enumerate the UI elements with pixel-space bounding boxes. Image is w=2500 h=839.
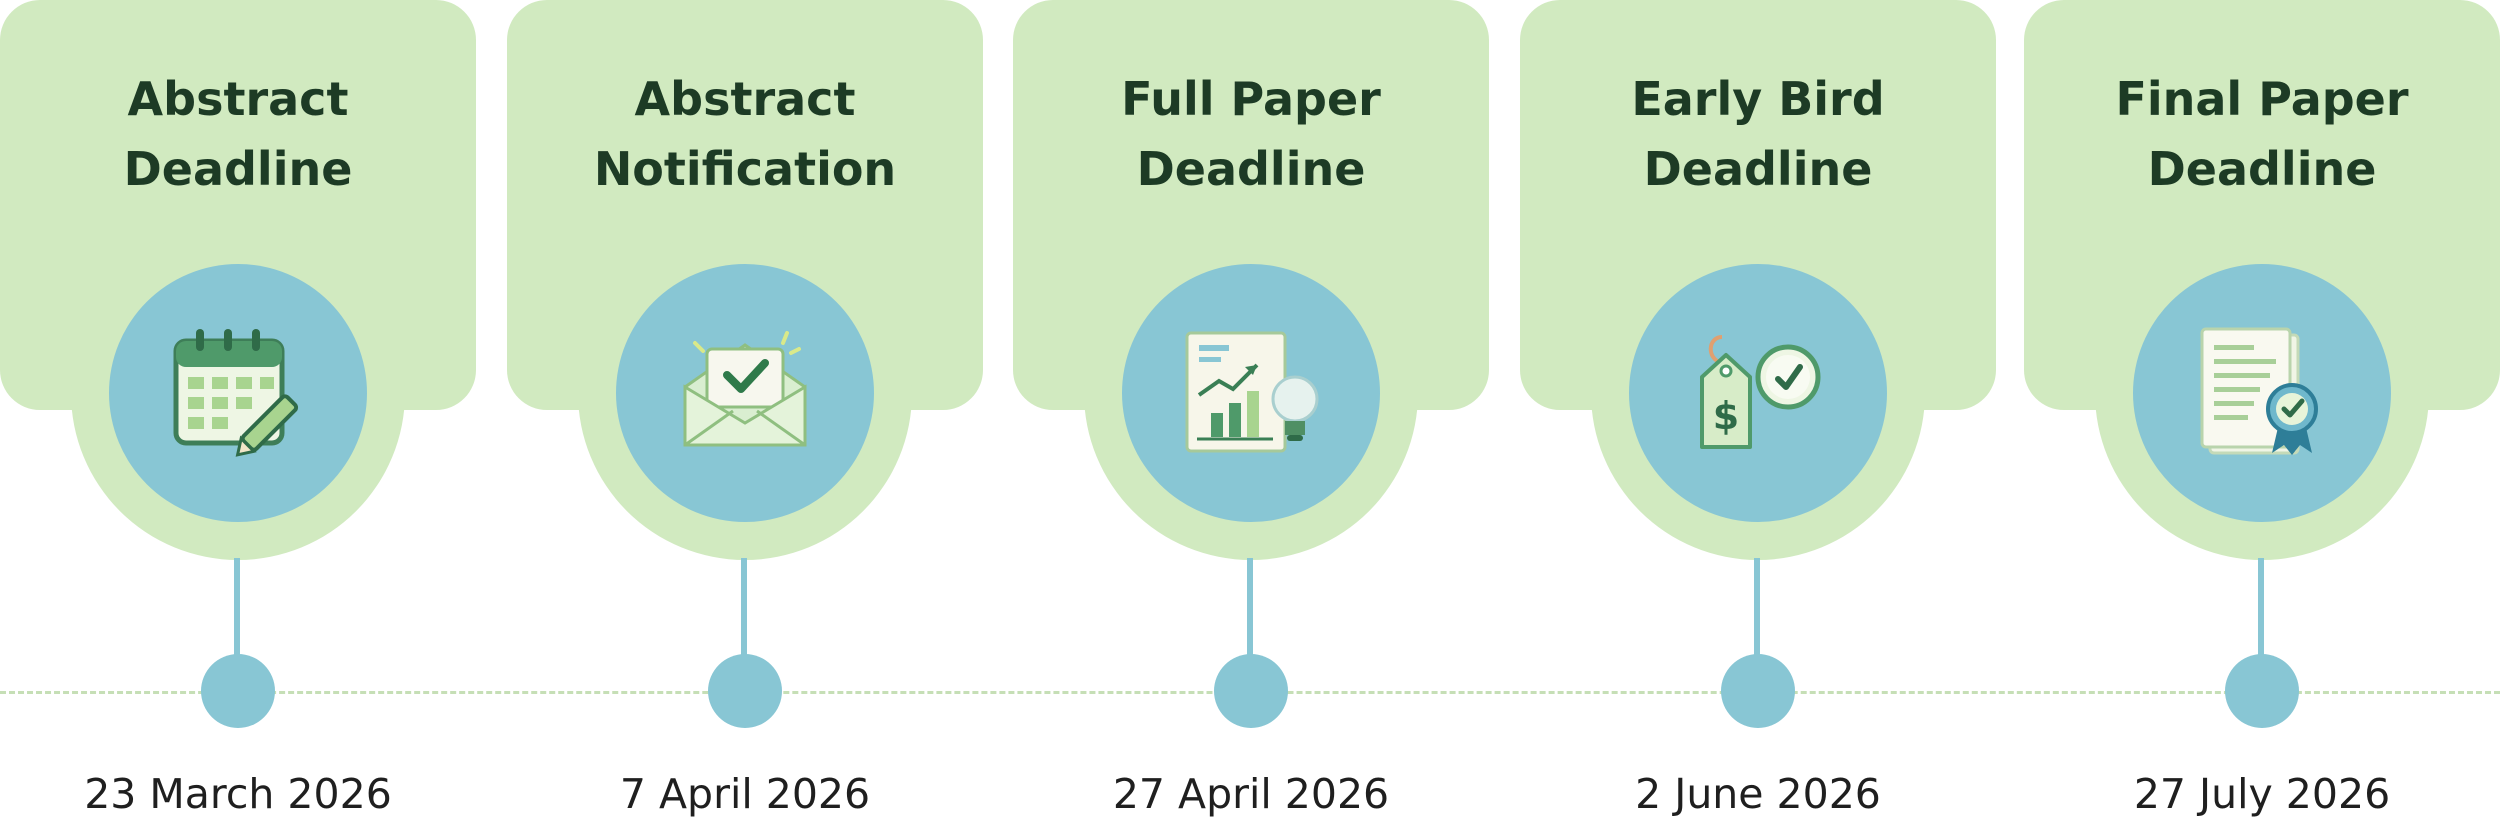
milestone-title: Final Paper Deadline bbox=[2034, 64, 2490, 204]
document-award-icon bbox=[2200, 327, 2318, 455]
milestone-title-line-1: Abstract bbox=[634, 72, 856, 126]
milestone-title: Abstract Deadline bbox=[10, 64, 466, 204]
milestone-title-line-2: Deadline bbox=[123, 142, 353, 196]
milestone-date: 27 April 2026 bbox=[1112, 770, 1390, 818]
milestone-title-line-1: Final Paper bbox=[2115, 72, 2409, 126]
icon-disc bbox=[1629, 264, 1887, 522]
milestone-date: 27 July 2026 bbox=[2133, 770, 2391, 818]
connector-line bbox=[741, 558, 747, 660]
timeline-node bbox=[1214, 654, 1288, 728]
milestone-title-line-2: Deadline bbox=[2147, 142, 2377, 196]
milestone-date: 2 June 2026 bbox=[1635, 770, 1881, 818]
timeline-node bbox=[2225, 654, 2299, 728]
milestone-title: Abstract Notification bbox=[517, 64, 973, 204]
milestone-title-line-2: Notification bbox=[593, 142, 897, 196]
milestone-final-paper-deadline: Final Paper Deadline 27 July 2026 bbox=[2024, 0, 2500, 839]
milestone-full-paper-deadline: Full Paper Deadline 27 April 2026 bbox=[1013, 0, 1489, 839]
connector-line bbox=[1247, 558, 1253, 660]
milestone-date: 7 April 2026 bbox=[619, 770, 871, 818]
milestone-abstract-notification: Abstract Notification 7 April 2026 bbox=[507, 0, 983, 839]
timeline-node bbox=[201, 654, 275, 728]
connector-line bbox=[234, 558, 240, 660]
timeline-node bbox=[708, 654, 782, 728]
timeline-node bbox=[1721, 654, 1795, 728]
report-chart-lightbulb-icon bbox=[1185, 331, 1319, 453]
milestone-title: Early Bird Deadline bbox=[1530, 64, 1986, 204]
milestone-title-line-2: Deadline bbox=[1136, 142, 1366, 196]
svg-text:$: $ bbox=[1713, 394, 1739, 438]
milestone-title-line-2: Deadline bbox=[1643, 142, 1873, 196]
milestone-title-line-1: Full Paper bbox=[1121, 72, 1381, 126]
milestone-date: 23 March 2026 bbox=[84, 770, 392, 818]
connector-line bbox=[1754, 558, 1760, 660]
milestone-abstract-deadline: Abstract Deadline 23 March 2026 bbox=[0, 0, 476, 839]
connector-line bbox=[2258, 558, 2264, 660]
milestone-title-line-1: Abstract bbox=[127, 72, 349, 126]
milestone-early-bird-deadline: Early Bird Deadline $ 2 June 2026 bbox=[1520, 0, 1996, 839]
calendar-pencil-icon bbox=[173, 329, 299, 457]
envelope-check-icon bbox=[683, 331, 807, 447]
price-tag-clock-icon: $ bbox=[1700, 335, 1821, 449]
milestone-title-line-1: Early Bird bbox=[1631, 72, 1885, 126]
milestone-title: Full Paper Deadline bbox=[1023, 64, 1479, 204]
